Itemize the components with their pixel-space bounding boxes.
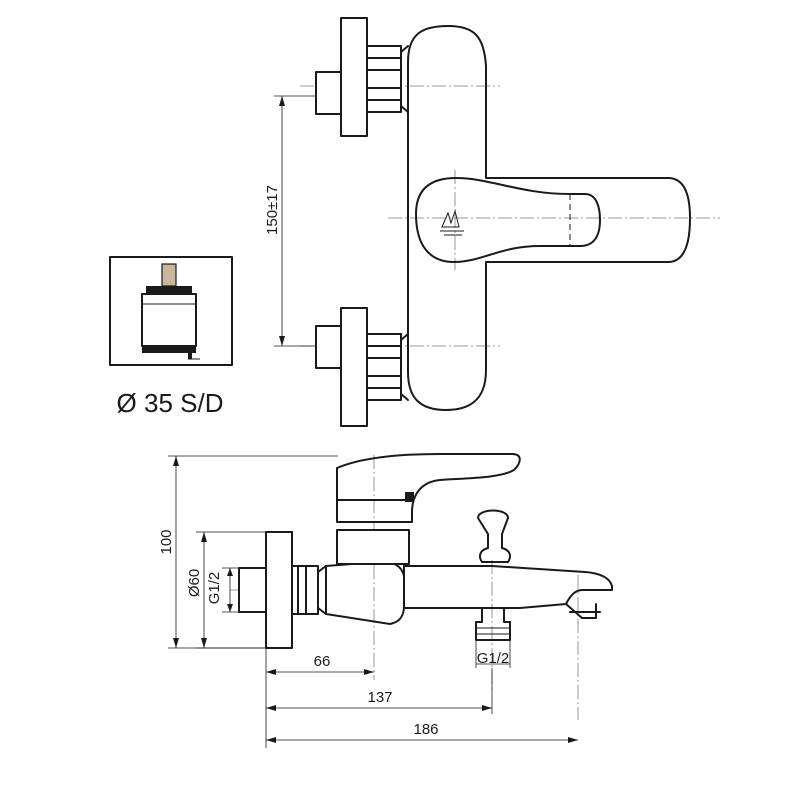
lever-handle-side (336, 453, 521, 523)
spout-side (403, 565, 613, 609)
dim-flange-diameter-label: Ø60 (186, 569, 203, 597)
cartridge-detail: Ø 35 S/D (109, 256, 233, 418)
dimension-66: 66 (265, 648, 374, 748)
side-view: 100 Ø60 G1/2 G1/2 (158, 453, 613, 748)
dim-center-distance-label: 150±17 (264, 185, 281, 235)
dimension-height: 100 (158, 455, 338, 649)
top-view: 150±17 (264, 17, 720, 427)
dimension-186: 186 (266, 721, 578, 743)
cartridge-housing (336, 529, 410, 565)
dim-height-label: 100 (158, 529, 175, 554)
dimension-137: 137 (266, 668, 493, 714)
dimension-flange-diameter: Ø60 (186, 531, 266, 649)
dim-66-label: 66 (314, 653, 331, 670)
inlet-connector (238, 567, 267, 613)
cartridge-frame (109, 256, 233, 366)
upper-inlet (315, 17, 409, 137)
brand-logo-icon (440, 209, 464, 236)
dimension-center-distance: 150±17 (264, 95, 316, 347)
dim-shower-outlet-thread-label: G1/2 (477, 650, 510, 667)
shower-outlet (475, 607, 511, 641)
lower-inlet (315, 307, 409, 427)
lever-handle-top (415, 177, 601, 263)
wall-flange-side (265, 531, 293, 649)
dim-inlet-thread-label: G1/2 (206, 572, 223, 605)
mixer-body-side (325, 560, 405, 625)
mixer-body-top (407, 25, 691, 411)
dimension-shower-outlet-thread: G1/2 (475, 640, 511, 668)
dim-137-label: 137 (367, 689, 392, 706)
cartridge-label: Ø 35 S/D (117, 388, 224, 418)
dimension-inlet-thread: G1/2 (206, 567, 239, 613)
diverter-knob (477, 509, 511, 563)
dim-186-label: 186 (413, 721, 438, 738)
